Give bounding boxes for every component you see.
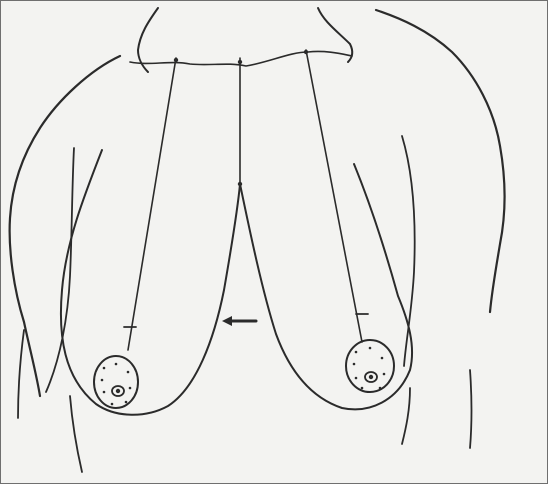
left-breast-contour (61, 150, 240, 415)
left-arm-inner-line (46, 148, 74, 392)
lower-right-contour (470, 370, 472, 448)
right-arm-inner-line (402, 136, 415, 366)
right-meridian-line (306, 50, 362, 342)
midline-dot-lower (238, 182, 242, 186)
right-clavicle-dot (304, 50, 308, 54)
neck-right-outline (318, 8, 352, 62)
inframammary-marker-arrowhead (222, 316, 232, 326)
left-areola (94, 356, 138, 408)
right-breast-contour (240, 164, 412, 409)
torso-right-contour (376, 10, 505, 312)
left-clavicle-dot (174, 58, 178, 62)
left-meridian-line (128, 58, 176, 350)
torso-left-contour (10, 56, 120, 396)
lower-left-contour (18, 330, 24, 418)
left-flank-line (70, 396, 82, 472)
right-areola (346, 340, 394, 392)
right-flank-line (402, 388, 410, 444)
midline-dot-top (238, 60, 242, 64)
